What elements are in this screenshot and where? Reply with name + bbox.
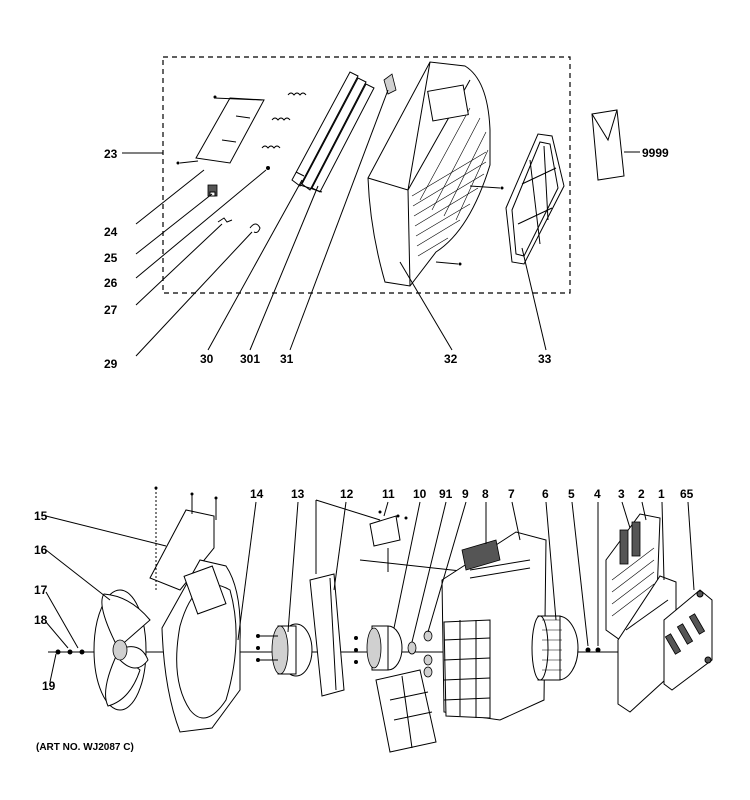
art-number-note: (ART NO. WJ2087 C) xyxy=(36,742,134,753)
part-11-box xyxy=(359,510,471,573)
part-13-motor xyxy=(256,623,313,677)
part-32-front-grille xyxy=(367,61,504,287)
label-19: 19 xyxy=(42,679,56,693)
part-14-shroud xyxy=(161,559,241,733)
label-11: 11 xyxy=(382,487,395,501)
part-7-housing xyxy=(441,531,547,721)
label-8: 8 xyxy=(482,487,489,501)
part-65-harness xyxy=(663,589,713,691)
part-23-bracket xyxy=(176,95,265,165)
label-31: 31 xyxy=(280,352,294,366)
label-4: 4 xyxy=(594,487,601,501)
part-16-fan-blade xyxy=(93,589,151,711)
part-6-blower-wheel xyxy=(531,615,579,681)
label-32: 32 xyxy=(444,352,458,366)
part-15-bracket xyxy=(149,486,218,591)
part-91-9-washers xyxy=(407,630,433,678)
part-5-fastener xyxy=(585,647,591,653)
part-filter-panel xyxy=(375,669,437,753)
label-65: 65 xyxy=(680,487,694,501)
front-assembly-dashed-boundary xyxy=(162,56,571,294)
label-6: 6 xyxy=(542,487,549,501)
label-1: 1 xyxy=(658,487,665,501)
label-15: 15 xyxy=(34,509,48,523)
part-31-strip xyxy=(383,73,397,95)
label-25: 25 xyxy=(104,251,118,265)
part-17-clip xyxy=(79,649,85,655)
part-9999-envelope xyxy=(591,109,640,181)
label-12: 12 xyxy=(340,487,354,501)
label-2: 2 xyxy=(638,487,645,501)
label-33: 33 xyxy=(538,352,552,366)
part-10-motor xyxy=(354,625,403,671)
label-16: 16 xyxy=(34,543,48,557)
label-301: 301 xyxy=(240,352,260,366)
label-30: 30 xyxy=(200,352,214,366)
label-91: 91 xyxy=(439,487,453,501)
label-13: 13 xyxy=(291,487,305,501)
label-9999: 9999 xyxy=(642,146,669,160)
label-17: 17 xyxy=(34,583,48,597)
label-23: 23 xyxy=(104,147,118,161)
label-10: 10 xyxy=(413,487,427,501)
part-18-washer xyxy=(67,649,73,655)
label-18: 18 xyxy=(34,613,48,627)
label-7: 7 xyxy=(508,487,515,501)
label-26: 26 xyxy=(104,276,118,290)
part-29-hook xyxy=(249,223,261,233)
part-12-motor-bracket xyxy=(309,499,381,697)
label-14: 14 xyxy=(250,487,264,501)
part-spring-set xyxy=(261,92,307,170)
label-3: 3 xyxy=(618,487,625,501)
part-26-screw xyxy=(217,217,233,223)
grille-hatch xyxy=(411,107,489,257)
part-4-fastener xyxy=(595,647,601,653)
label-24: 24 xyxy=(104,225,118,239)
part-30-louver-set xyxy=(291,71,375,193)
label-5: 5 xyxy=(568,487,575,501)
label-27: 27 xyxy=(104,303,118,317)
part-33-air-filter xyxy=(505,133,565,265)
label-9: 9 xyxy=(462,487,469,501)
part-19-nut xyxy=(55,649,61,655)
label-29: 29 xyxy=(104,357,118,371)
